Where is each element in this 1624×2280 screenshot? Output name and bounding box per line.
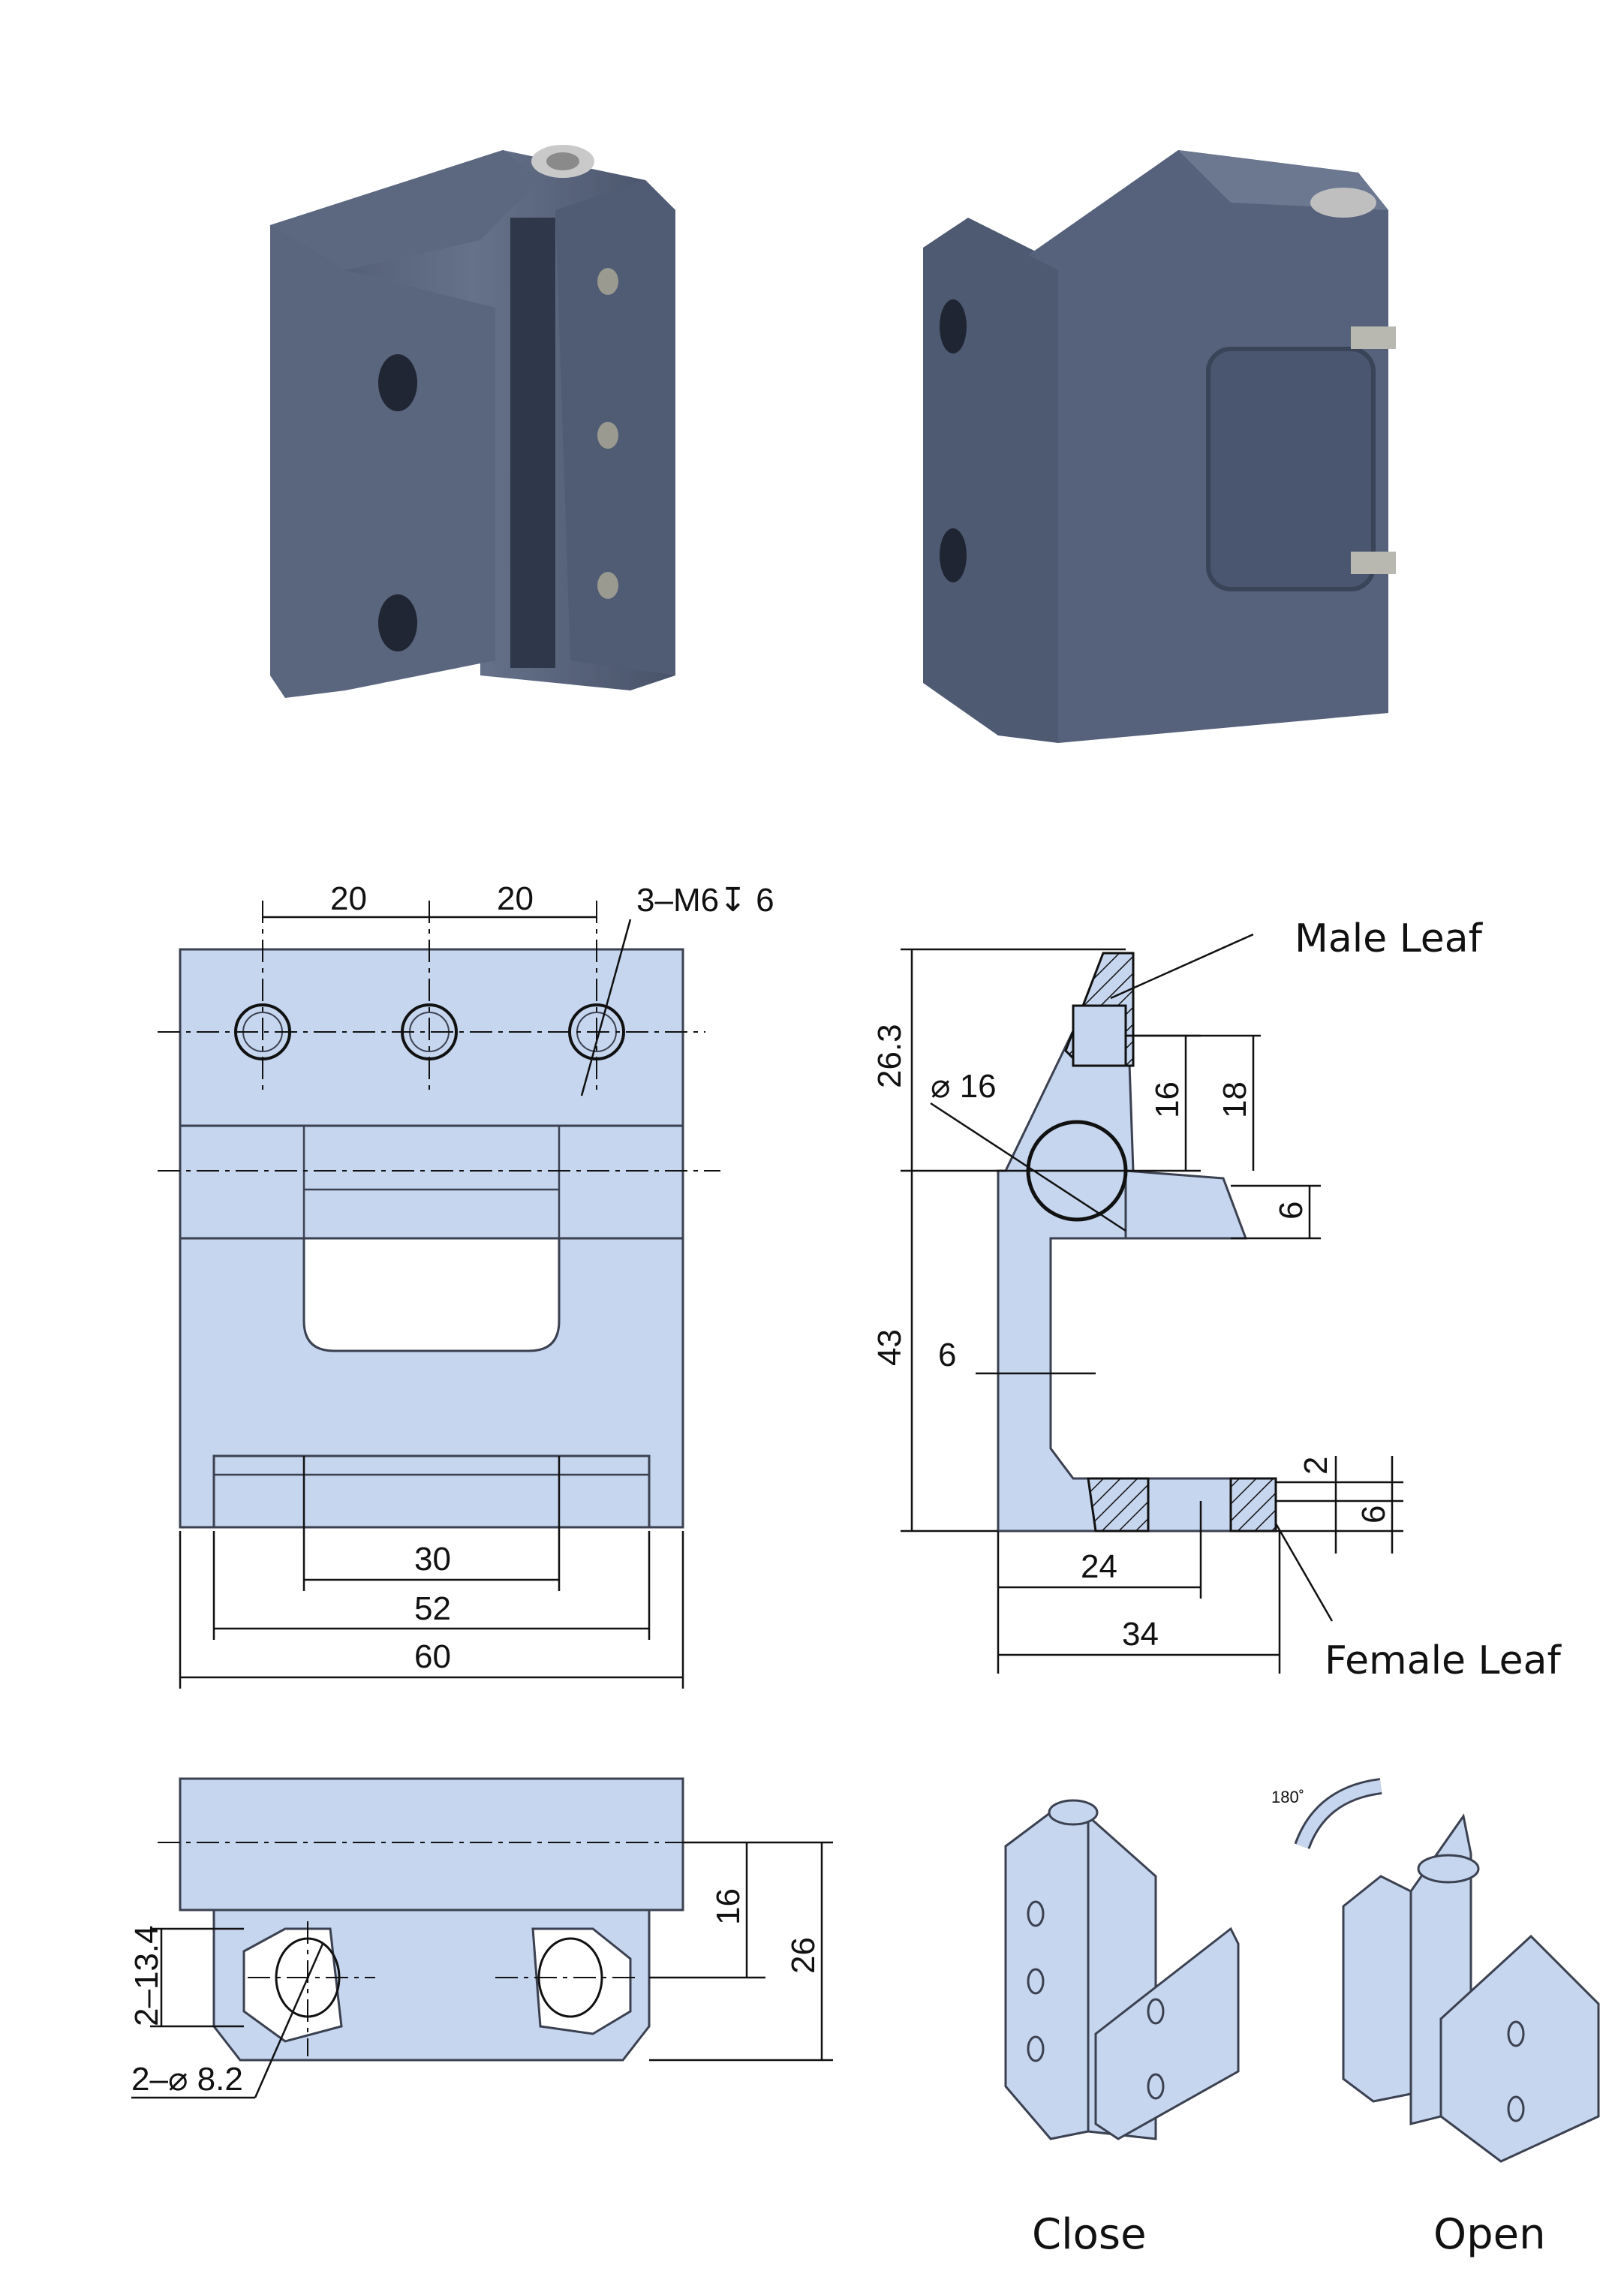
hinge-photo-front: [270, 145, 675, 698]
top-dim-16: 16: [710, 1888, 747, 1925]
hinge-photo-back: [923, 150, 1396, 743]
dim-24: 24: [1081, 1548, 1117, 1585]
top-dim-26: 26: [785, 1937, 822, 1974]
open-caption: Open: [1433, 2210, 1546, 2259]
dim-2: 2: [1298, 1457, 1334, 1475]
top-dim-slot: 2–13.4: [128, 1925, 165, 2026]
dim-upper: 26.3: [871, 1024, 908, 1088]
rotation-angle: 180˚: [1271, 1788, 1304, 1806]
dim-tab-6: 6: [1273, 1202, 1310, 1220]
male-leaf-label: Male Leaf: [1295, 916, 1484, 961]
female-leaf-label: Female Leaf: [1325, 1638, 1562, 1683]
iso-view-open: 180˚: [1271, 1778, 1600, 2163]
dim-lower: 43: [871, 1329, 908, 1366]
dim-total: 60: [414, 1638, 451, 1675]
hole-callout: 2–⌀ 8.2: [131, 2061, 243, 2098]
dim-16: 16: [1149, 1081, 1186, 1118]
dim-base-6: 6: [1355, 1505, 1392, 1524]
dim-34: 34: [1122, 1616, 1159, 1653]
close-caption: Close: [1032, 2210, 1147, 2259]
dim-inner: 30: [414, 1541, 451, 1578]
pivot-diameter: ⌀ 16: [931, 1068, 997, 1105]
iso-view-close: [1004, 1799, 1240, 2140]
dim-wall-6: 6: [938, 1337, 956, 1373]
dim-pitch-right: 20: [497, 880, 534, 917]
dim-mid: 52: [414, 1590, 451, 1627]
dim-18: 18: [1216, 1081, 1253, 1118]
dim-pitch-left: 20: [330, 880, 367, 917]
thread-callout: 3–M6↧ 6: [636, 882, 774, 919]
